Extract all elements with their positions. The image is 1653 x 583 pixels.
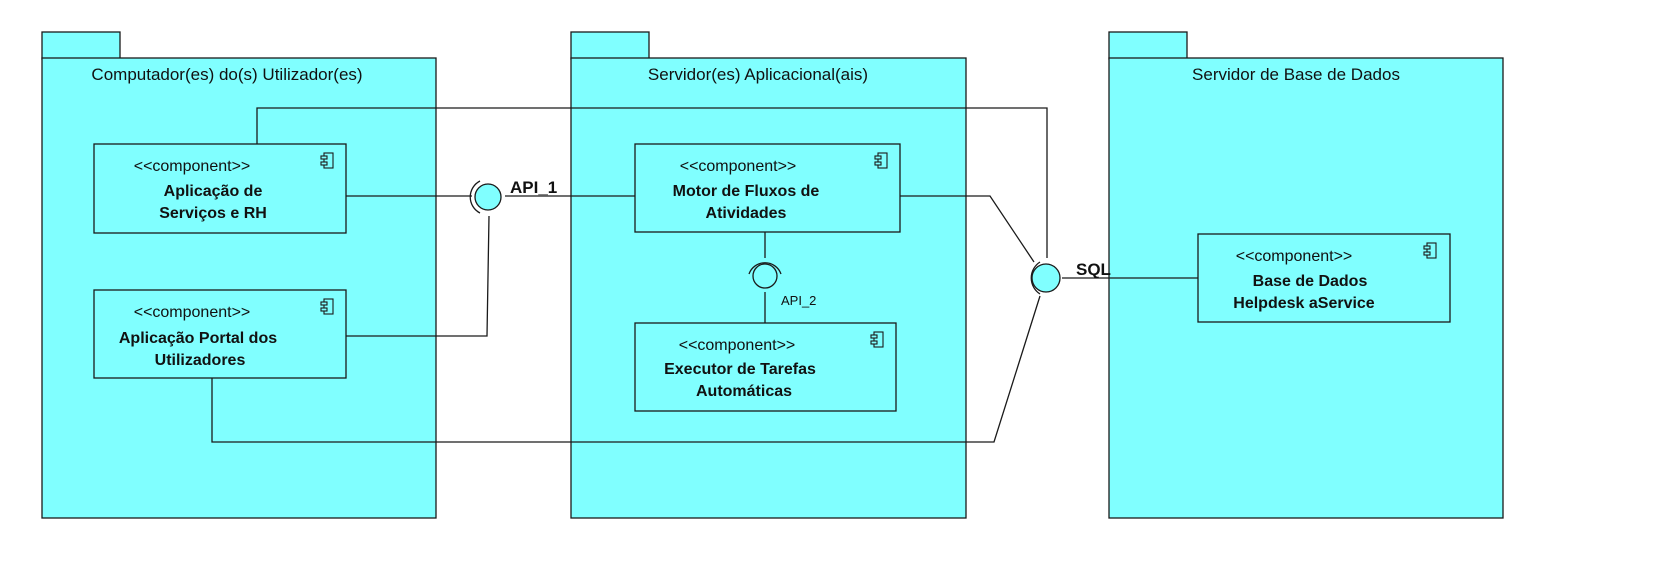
component-name-line-2: Automáticas xyxy=(696,383,792,400)
package-title: Servidor de Base de Dados xyxy=(1192,65,1400,84)
component-name-line-2: Atividades xyxy=(706,205,787,222)
component-name-line-2: Helpdesk aService xyxy=(1233,295,1375,312)
wire-portal-to-sql xyxy=(211,295,1041,443)
interface-label: SQL xyxy=(1076,260,1111,279)
component-icon xyxy=(870,331,884,348)
wire-motor-sql xyxy=(900,195,1035,263)
interface-socket xyxy=(469,180,481,214)
interface-api1: API_1 xyxy=(469,178,557,214)
connectors xyxy=(211,107,1198,443)
component-icon xyxy=(1423,242,1437,259)
stereotype-label: <<component>> xyxy=(134,304,251,321)
component-app-portal: <<component>> Aplicação Portal dos Utili… xyxy=(93,289,347,379)
interface-socket xyxy=(1030,261,1041,295)
interface-ball xyxy=(752,263,778,289)
package-tab xyxy=(41,31,121,60)
component-name-line-1: Base de Dados xyxy=(1253,273,1368,290)
stereotype-label: <<component>> xyxy=(134,158,251,175)
component-name-line-1: Aplicação de xyxy=(164,183,263,200)
stereotype-label: <<component>> xyxy=(1236,248,1353,265)
interface-ball xyxy=(474,183,502,211)
component-icon xyxy=(320,298,334,315)
package-title: Computador(es) do(s) Utilizador(es) xyxy=(91,65,362,84)
wire-servicos-to-db xyxy=(256,107,1048,258)
package-title: Servidor(es) Aplicacional(ais) xyxy=(648,65,868,84)
package-tab xyxy=(1108,31,1188,60)
component-box xyxy=(1197,233,1451,323)
interface-label: API_2 xyxy=(781,293,816,308)
component-icon xyxy=(874,152,888,169)
component-motor: <<component>> Motor de Fluxos de Ativida… xyxy=(634,143,901,233)
component-base-dados: <<component>> Base de Dados Helpdesk aSe… xyxy=(1197,233,1451,323)
component-box xyxy=(634,322,897,412)
interface-ball xyxy=(1031,263,1061,293)
package-users: Computador(es) do(s) Utilizador(es) xyxy=(41,31,437,519)
component-box xyxy=(93,143,347,234)
component-executor: <<component>> Executor de Tarefas Automá… xyxy=(634,322,897,412)
stereotype-label: <<component>> xyxy=(680,158,797,175)
interface-label: API_1 xyxy=(510,178,557,197)
component-box xyxy=(93,289,347,379)
component-icon xyxy=(320,152,334,169)
wire-portal-api1 xyxy=(346,215,490,337)
component-name-line-1: Executor de Tarefas xyxy=(664,361,816,378)
package-tab xyxy=(570,31,650,60)
component-name-line-2: Utilizadores xyxy=(155,352,246,369)
component-name-line-2: Serviços e RH xyxy=(159,205,267,222)
component-app-servicos: <<component>> Aplicação de Serviços e RH xyxy=(93,143,347,234)
package-body xyxy=(41,57,437,519)
interface-sql: SQL xyxy=(1030,260,1111,295)
component-name-line-1: Aplicação Portal dos xyxy=(119,330,277,347)
stereotype-label: <<component>> xyxy=(679,337,796,354)
component-box xyxy=(634,143,901,233)
interface-socket xyxy=(748,262,782,275)
interface-api2: API_2 xyxy=(748,262,816,308)
component-name-line-1: Motor de Fluxos de xyxy=(673,183,820,200)
